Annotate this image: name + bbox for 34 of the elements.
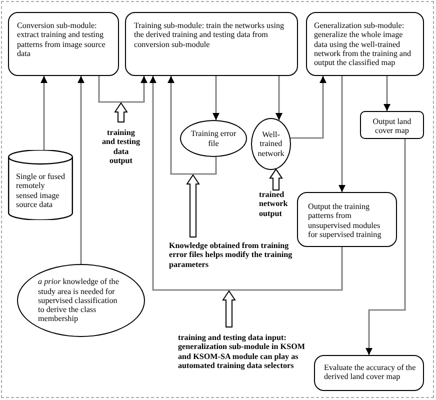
node-text: Generalization sub-module: generalize the whole image data using the well-trained network from the training and output the classified map: [314, 21, 412, 68]
arrow: [269, 168, 283, 190]
annotation-text: Knowledge obtained from training error files helps modify the training parameters: [169, 241, 294, 269]
arrow: [383, 76, 391, 111]
node-text: Well-trained network: [256, 130, 286, 158]
process-box: [297, 192, 397, 247]
arrow: [167, 76, 217, 175]
node-text: Output land cover map: [372, 117, 412, 136]
annotation-text: training and testing data output: [101, 128, 141, 166]
annotation-text: training and testing data input: generalization sub-module in KSOM and KSOM-SA module can play as automated training data selectors: [178, 333, 306, 370]
node-text: Single or fused remotely sensed image source data: [16, 172, 66, 210]
process-box: [125, 12, 298, 76]
arrow: [290, 76, 327, 139]
ellipse-node: [251, 118, 291, 170]
arrow: [338, 76, 346, 192]
arrow: [212, 76, 220, 120]
arrow: [77, 76, 85, 264]
process-box: [360, 111, 424, 139]
annotation-text: trained network output: [259, 190, 289, 218]
arrow: [365, 139, 406, 355]
arrow: [98, 76, 148, 103]
process-box: [306, 12, 424, 76]
node-text: Evaluate the accuracy of the derived land cover map: [324, 363, 417, 382]
node-text: Output the training patterns from unsupervised modules for supervised training: [308, 202, 382, 240]
node-text: a prior knowledge of the study area is needed for supervised classification to derive the class membership: [38, 277, 120, 324]
arrow: [40, 76, 48, 150]
arrow: [275, 76, 283, 120]
node-text: Training sub-module: train the networks using the derived training and testing data from conversion sub-module: [134, 21, 286, 49]
node-text: Training error file: [190, 129, 238, 148]
arrow: [149, 76, 343, 291]
process-box: [8, 12, 119, 76]
process-box: [314, 355, 424, 391]
data-cylinder: [8, 150, 73, 220]
node-text: Conversion sub-module: extract training and testing patterns from image source data: [17, 21, 106, 58]
